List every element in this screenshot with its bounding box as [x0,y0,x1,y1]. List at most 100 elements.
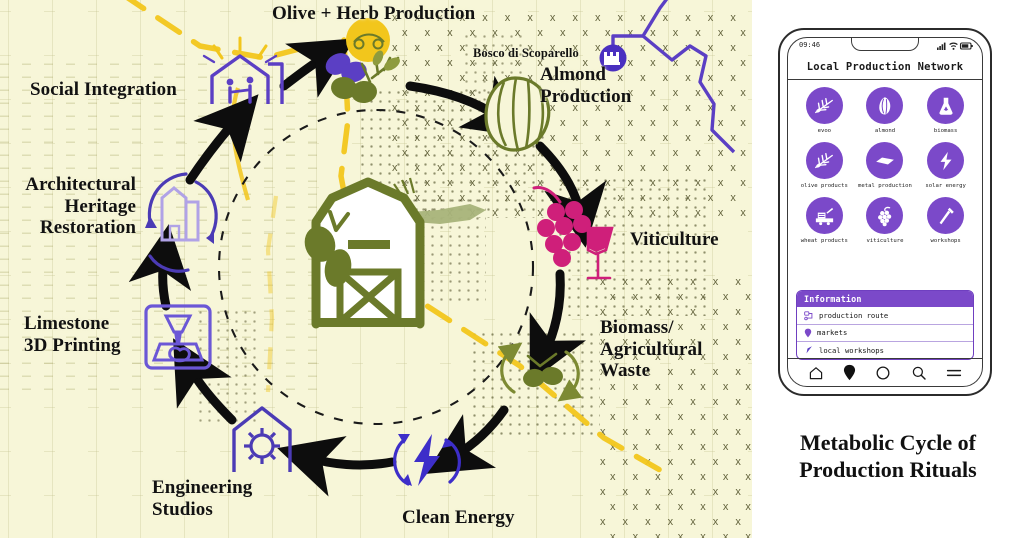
app-header-title: Local Production Network [788,55,982,80]
label-engineering-line2: Studios [152,498,213,520]
metal-sheet-icon [873,156,897,166]
purple-map-route [611,0,736,154]
app-icon-circle [866,87,904,124]
house-handshake-icon [202,36,284,104]
label-biomass-agricultural-waste: Biomass/ Agricultural Waste [600,317,750,382]
olives-herb-icon [325,18,400,104]
app-label: solar energy [925,183,966,190]
label-clean-energy: Clean Energy [402,507,515,528]
phone-body: 09:46 [778,28,992,396]
right-panel: 09:46 [752,0,1024,538]
grapes-wineglass-icon [532,186,614,280]
app-tile-biomass[interactable]: biomass [915,87,976,135]
app-icon-circle [805,87,843,124]
gear-house-icon [232,406,292,472]
bottom-navigation-bar [788,358,982,386]
label-architectural-line1: Architectural [25,174,136,195]
app-icon-circle [927,142,965,180]
pin-filled-icon[interactable] [843,364,856,381]
label-almond-production: Almond Production [540,64,670,107]
diagram-vector-layer [126,0,736,497]
house-recycle-icon [145,172,218,273]
app-icon-circle [805,197,843,235]
label-biomass-line2: Agricultural [600,338,703,360]
app-tile-solar-energy[interactable]: solar energy [915,142,976,190]
label-architectural-line2: Heritage [64,195,136,217]
information-card: Information production route [796,290,974,360]
circle-icon[interactable] [875,365,891,381]
arrow-icon [806,346,812,354]
3d-printer-icon [144,304,212,370]
app-label: viticulture [866,238,904,245]
app-label: metal production [858,183,912,190]
almond-icon [484,76,551,152]
info-row-label: local workshops [819,345,884,355]
app-tile-almond[interactable]: almond [855,87,916,135]
metabolic-cycle-diagram: x x x x x x x x x x x x x x x x x x x x … [0,0,752,538]
poster-title: Metabolic Cycle of Production Rituals [752,430,1024,484]
label-social-integration: Social Integration [30,79,177,100]
info-row-local-workshops[interactable]: local workshops [797,342,973,358]
battery-icon [959,41,973,50]
mill-icon [815,208,833,226]
barn-olive-icon [304,177,486,329]
app-icon-circle [805,142,843,180]
app-tile-viticulture[interactable]: viticulture [855,197,916,245]
label-limestone-line1: Limestone [24,313,110,334]
olive-branch-icon [815,97,834,113]
label-limestone-line2: 3D Printing [24,334,121,356]
app-label: biomass [933,128,958,134]
label-limestone-3d-printing: Limestone 3D Printing [24,313,154,356]
lightning-recycle-icon [393,434,461,486]
label-bosco-di-scoparello: Bosco di Scoparello [473,46,579,60]
app-label: evoo [817,128,832,134]
app-label: wheat products [800,238,848,245]
label-viticulture: Viticulture [630,229,719,250]
wifi-icon [948,42,958,50]
yellow-route-secondary [230,87,279,393]
phone-notch [851,38,919,51]
cycle-dashed-circle [217,108,535,426]
signal-bars-icon [937,42,946,50]
hammer-icon [939,207,954,224]
grapes-icon [878,206,892,226]
app-tile-wheat-products[interactable]: wheat products [794,197,855,245]
info-row-label: production route [819,311,889,321]
app-label: workshops [930,238,961,245]
app-icon-circle [866,197,904,235]
phone-mockup: 09:46 [778,28,992,396]
label-architectural-heritage: Architectural Heritage Restoration [0,174,136,239]
info-row-production-route[interactable]: production route [797,307,973,325]
olive-recycle-icon [497,342,583,402]
route-icon [804,310,813,320]
label-engineering-studios: Engineering Studios [152,477,302,520]
label-architectural-line3: Restoration [39,217,136,239]
app-tile-evoo[interactable]: evoo [794,87,855,135]
label-almond-line1: Almond [540,64,607,85]
olive-branch-icon [815,152,834,168]
search-icon[interactable] [911,365,927,381]
status-time: 09:46 [799,41,821,49]
info-row-label: markets [817,328,848,338]
poster-title-line1: Metabolic Cycle of [800,430,976,455]
status-bar: 09:46 [788,38,982,55]
info-row-markets[interactable]: markets [797,325,973,343]
app-tile-workshops[interactable]: workshops [915,197,976,245]
home-icon[interactable] [808,365,824,381]
app-tile-metal-production[interactable]: metal production [855,142,916,190]
pin-icon [804,328,812,338]
label-almond-line2: Production [540,85,632,107]
castle-map-marker [599,44,627,72]
app-icon-circle [927,87,965,124]
information-card-header: Information [797,291,973,308]
almond-icon [879,96,891,114]
app-label: olive products [800,183,848,190]
poster-title-line2: Production Rituals [799,456,977,482]
app-label: almond [874,128,896,134]
lightning-icon [940,151,952,170]
app-icon-circle [866,142,904,180]
app-tile-olive-products[interactable]: olive products [794,142,855,190]
menu-icon[interactable] [946,367,962,379]
label-biomass-line1: Biomass/ [600,317,674,338]
